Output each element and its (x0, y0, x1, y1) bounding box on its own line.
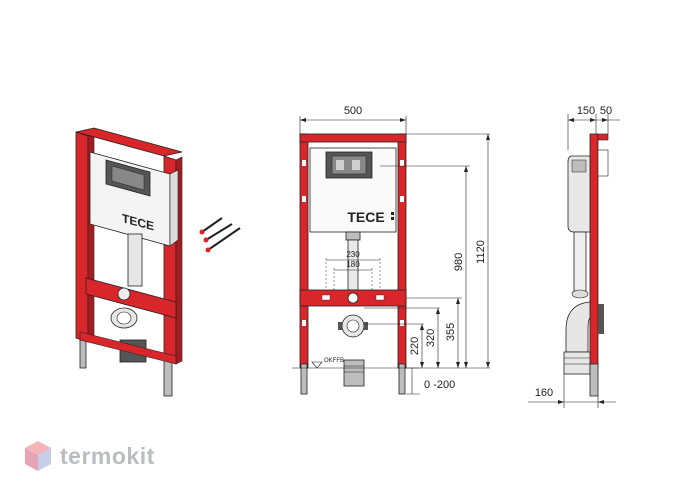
iso-foot-left (79, 337, 87, 369)
isometric-view: TECE (75, 127, 183, 397)
iso-foot-right (163, 357, 173, 397)
dim-height-320: 320 (425, 329, 437, 347)
side-foot (589, 363, 599, 397)
front-view: 500 TECE 230 180 (292, 105, 490, 395)
dim-depth-160: 160 (535, 387, 553, 399)
dim-adjust-0-200: 0 -200 (424, 379, 455, 391)
watermark-text: termokit (60, 442, 155, 469)
iso-top-rail (75, 127, 183, 157)
floor-label: OKFFB (324, 358, 344, 364)
front-brand-logo: TECE (347, 209, 384, 225)
front-outlet-pipe (343, 359, 365, 387)
side-view: 150 50 160 (528, 105, 620, 408)
fixing-bolts (199, 217, 241, 253)
iso-lower-rail (85, 277, 177, 319)
dim-height-1120: 1120 (475, 240, 487, 264)
front-post-left (299, 133, 309, 369)
dim-pipe-180: 180 (346, 260, 360, 269)
dim-pipe-230: 230 (346, 250, 360, 259)
dim-height-355: 355 (445, 323, 457, 341)
iso-drain-pipe (127, 233, 143, 287)
dim-height-220: 220 (409, 337, 421, 355)
hexagon-cube-icon (25, 441, 51, 471)
dim-depth-50: 50 (600, 105, 612, 117)
watermark: termokit (24, 436, 155, 476)
front-top-rail (299, 133, 407, 143)
dim-height-980: 980 (453, 253, 465, 271)
iso-post-left (75, 131, 89, 343)
side-frame-post (589, 133, 599, 369)
side-flush-plate (597, 149, 609, 177)
dim-depth-150: 150 (577, 105, 595, 117)
iso-cistern (89, 151, 171, 247)
front-foot-right (398, 363, 406, 395)
front-foot-left (300, 363, 308, 395)
dim-width-500: 500 (344, 105, 362, 117)
side-drain-pipe (573, 231, 587, 295)
front-post-right (397, 133, 407, 369)
side-outlet-bend (565, 301, 591, 353)
